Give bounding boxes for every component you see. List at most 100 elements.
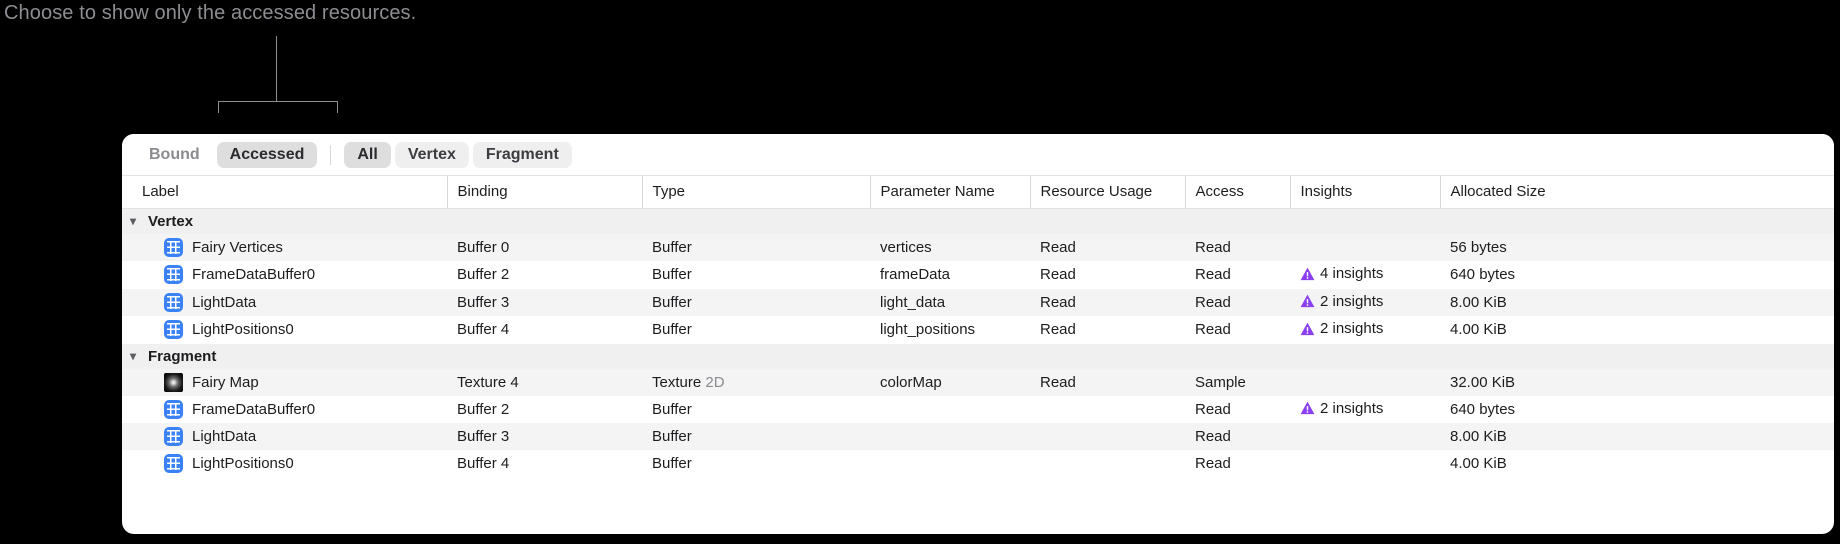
chevron-down-icon[interactable]: ▾ xyxy=(130,214,137,228)
cell-allocated-size: 4.00 KiB xyxy=(1450,321,1507,339)
table-row[interactable]: FrameDataBuffer0 Buffer 2 Buffer Read 2 insi… xyxy=(122,396,1834,424)
cell-resource-usage xyxy=(1030,396,1185,424)
cell-access: Sample xyxy=(1185,368,1290,396)
insights-badge[interactable]: 2 insights xyxy=(1300,400,1383,417)
cell-access: Read xyxy=(1195,400,1231,418)
cell-insights: 2 insights xyxy=(1290,396,1440,424)
cell-access: Read xyxy=(1185,423,1290,450)
insights-count: 2 insights xyxy=(1320,320,1384,337)
resource-label: LightData xyxy=(192,293,257,311)
cell-binding: Buffer 4 xyxy=(457,455,510,472)
cell-label[interactable]: FrameDataBuffer0 xyxy=(122,261,447,289)
cell-binding: Buffer 2 xyxy=(457,400,510,418)
buffer-icon xyxy=(164,427,183,446)
resource-label: LightData xyxy=(192,428,257,445)
cell-binding: Buffer 4 xyxy=(457,321,510,339)
cell-allocated-size: 8.00 KiB xyxy=(1440,288,1834,316)
resource-list-panel: Bound Accessed All Vertex Fragment Label… xyxy=(122,134,1834,534)
cell-binding: Buffer 2 xyxy=(457,266,510,284)
cell-label[interactable]: FrameDataBuffer0 xyxy=(122,396,447,424)
group-title: Vertex xyxy=(148,213,194,230)
cell-label[interactable]: Fairy Vertices xyxy=(122,234,447,261)
cell-type: Buffer xyxy=(652,321,692,339)
table-row[interactable]: FrameDataBuffer0 Buffer 2 Buffer frameData R… xyxy=(122,261,1834,289)
group-header-fragment[interactable]: ▾ Fragment xyxy=(122,343,1834,369)
cell-insights: 4 insights xyxy=(1290,261,1440,289)
insights-count: 2 insights xyxy=(1320,399,1384,417)
insights-badge[interactable]: 2 insights xyxy=(1300,293,1383,310)
cell-allocated-size: 32.00 KiB xyxy=(1440,368,1834,396)
column-header-label[interactable]: Label xyxy=(122,176,447,209)
cell-type: Texture 2D xyxy=(642,368,870,396)
cell-label[interactable]: LightPositions0 xyxy=(122,316,447,344)
cell-access: Read xyxy=(1195,321,1231,339)
insights-count: 4 insights xyxy=(1320,265,1384,282)
resource-label: Fairy Map xyxy=(192,373,259,391)
column-header-parameter-name[interactable]: Parameter Name xyxy=(869,176,1030,209)
cell-parameter-name: colorMap xyxy=(870,368,1030,396)
cell-parameter-name xyxy=(870,423,1030,450)
column-header-type[interactable]: Type xyxy=(641,176,870,209)
insights-count: 2 insights xyxy=(1320,292,1384,310)
cell-label[interactable]: LightPositions0 xyxy=(122,450,447,477)
buffer-icon xyxy=(164,292,183,312)
filter-button-vertex[interactable]: Vertex xyxy=(394,141,469,168)
filter-button-bound[interactable]: Bound xyxy=(149,145,200,163)
resources-table: Label Binding Type Parameter Name Resour… xyxy=(122,176,1834,477)
column-header-binding[interactable]: Binding xyxy=(446,176,642,209)
resource-label: FrameDataBuffer0 xyxy=(192,400,316,418)
table-row[interactable]: LightPositions0 Buffer 4 Buffer light_posit… xyxy=(122,316,1834,344)
group-header-vertex[interactable]: ▾ Vertex xyxy=(122,208,1834,234)
cell-binding: Texture 4 xyxy=(447,368,642,396)
resource-label: LightPositions0 xyxy=(192,321,294,339)
cell-insights: 2 insights xyxy=(1290,316,1440,344)
filter-button-accessed[interactable]: Accessed xyxy=(216,141,318,168)
column-header-allocated-size[interactable]: Allocated Size xyxy=(1439,176,1834,209)
cell-resource-usage xyxy=(1030,423,1185,450)
cell-label[interactable]: Fairy Map xyxy=(122,368,447,396)
cell-parameter-name: frameData xyxy=(880,266,951,284)
filter-button-fragment[interactable]: Fragment xyxy=(472,141,572,168)
column-header-access[interactable]: Access xyxy=(1184,176,1290,209)
cell-label[interactable]: LightData xyxy=(122,288,447,316)
warning-triangle-icon xyxy=(1300,294,1315,308)
cell-insights xyxy=(1290,423,1440,450)
toolbar-divider xyxy=(330,144,332,165)
warning-triangle-icon xyxy=(1300,401,1315,415)
cell-type: Buffer xyxy=(642,234,870,261)
cell-label[interactable]: LightData xyxy=(122,423,447,450)
column-header-insights[interactable]: Insights xyxy=(1289,176,1440,209)
cell-access: Read xyxy=(1185,288,1290,316)
cell-allocated-size: 640 bytes xyxy=(1450,400,1516,418)
column-header-resource-usage[interactable]: Resource Usage xyxy=(1029,176,1185,209)
filter-toolbar: Bound Accessed All Vertex Fragment xyxy=(122,134,1834,176)
cell-access: Read xyxy=(1195,455,1231,472)
cell-type: Buffer xyxy=(652,455,692,472)
cell-resource-usage: Read xyxy=(1040,321,1076,339)
cell-type: Buffer xyxy=(652,266,692,284)
cell-resource-usage: Read xyxy=(1030,234,1185,261)
cell-parameter-name xyxy=(870,396,1030,424)
cell-resource-usage: Read xyxy=(1040,266,1076,284)
resource-label: Fairy Vertices xyxy=(192,239,283,256)
cell-resource-usage xyxy=(1030,450,1185,477)
group-title: Fragment xyxy=(148,347,217,365)
resource-label: LightPositions0 xyxy=(192,455,294,472)
chevron-down-icon[interactable]: ▾ xyxy=(130,348,137,363)
buffer-icon xyxy=(164,238,183,257)
cell-type: Buffer xyxy=(652,400,692,418)
cell-resource-usage: Read xyxy=(1030,288,1185,316)
texture-thumbnail xyxy=(164,372,183,392)
buffer-icon xyxy=(164,399,183,419)
cell-allocated-size: 56 bytes xyxy=(1440,234,1834,261)
insights-badge[interactable]: 4 insights xyxy=(1300,265,1383,282)
cell-parameter-name: light_positions xyxy=(880,321,976,339)
cell-allocated-size: 8.00 KiB xyxy=(1440,423,1834,450)
filter-button-all[interactable]: All xyxy=(344,141,391,168)
insights-badge[interactable]: 2 insights xyxy=(1300,320,1383,337)
